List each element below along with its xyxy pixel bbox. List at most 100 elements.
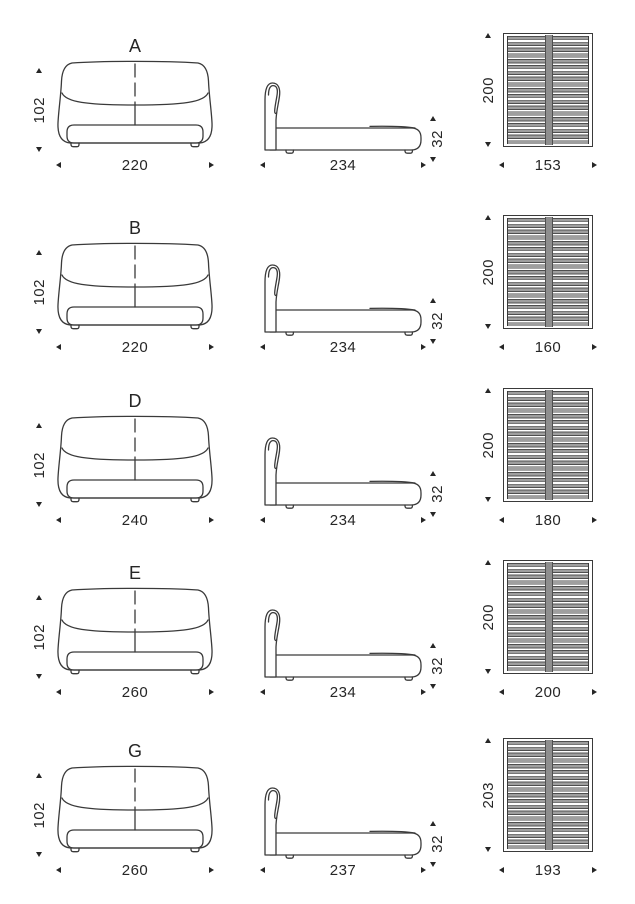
top-length-dimension: 200 xyxy=(479,33,497,147)
side-right-foot xyxy=(404,149,414,154)
bed-side-view-drawing xyxy=(264,609,422,681)
arrow-left-icon xyxy=(260,867,265,873)
side-depth-value: 234 xyxy=(329,338,357,356)
side-height-value: 32 xyxy=(428,312,446,330)
arrow-right-icon xyxy=(592,344,597,350)
top-width-dimension: 180 xyxy=(499,511,597,529)
side-headboard-seam xyxy=(267,84,279,115)
top-width-value: 160 xyxy=(534,338,562,356)
arrow-left-icon xyxy=(499,689,504,695)
top-width-value: 180 xyxy=(534,511,562,529)
side-right-foot xyxy=(404,331,414,336)
side-height-dimension: 32 xyxy=(424,298,446,344)
center-rail xyxy=(545,390,553,500)
side-left-foot xyxy=(285,854,295,859)
front-height-dimension: 102 xyxy=(30,68,48,152)
arrow-down-icon xyxy=(430,684,436,689)
front-width-value: 260 xyxy=(121,861,149,879)
side-headboard-seam xyxy=(267,611,279,642)
front-left-foot xyxy=(70,497,80,503)
slatted-base-top-view-drawing xyxy=(503,738,593,852)
side-depth-value: 234 xyxy=(329,683,357,701)
bed-base-panel xyxy=(66,651,204,671)
bed-front-view-drawing xyxy=(57,242,213,330)
side-headboard-seam xyxy=(267,789,279,820)
center-rail xyxy=(545,740,553,850)
front-right-foot xyxy=(190,142,200,148)
top-length-value: 200 xyxy=(479,76,497,104)
arrow-down-icon xyxy=(430,862,436,867)
arrow-up-icon xyxy=(430,821,436,826)
side-depth-value: 234 xyxy=(329,156,357,174)
size-variant-row: G 102 260 xyxy=(0,713,635,893)
variant-label: B xyxy=(128,218,141,238)
front-width-value: 240 xyxy=(121,511,149,529)
top-width-dimension: 193 xyxy=(499,861,597,879)
arrow-right-icon xyxy=(209,867,214,873)
arrow-left-icon xyxy=(260,689,265,695)
top-length-dimension: 203 xyxy=(479,738,497,852)
side-headboard-seam xyxy=(267,439,279,470)
arrow-down-icon xyxy=(36,147,42,152)
side-depth-dimension: 234 xyxy=(260,156,426,174)
arrow-left-icon xyxy=(260,344,265,350)
arrow-up-icon xyxy=(36,595,42,600)
front-height-value: 102 xyxy=(30,801,48,829)
arrow-up-icon xyxy=(485,388,491,393)
arrow-right-icon xyxy=(592,162,597,168)
arrow-left-icon xyxy=(56,689,61,695)
arrow-left-icon xyxy=(56,344,61,350)
arrow-right-icon xyxy=(209,162,214,168)
side-depth-value: 237 xyxy=(329,861,357,879)
side-height-dimension: 32 xyxy=(424,821,446,867)
arrow-up-icon xyxy=(485,560,491,565)
side-height-value: 32 xyxy=(428,657,446,675)
slatted-base-top-view-drawing xyxy=(503,560,593,674)
arrow-right-icon xyxy=(209,689,214,695)
side-base-panel xyxy=(269,127,422,151)
arrow-right-icon xyxy=(209,517,214,523)
arrow-down-icon xyxy=(485,669,491,674)
bed-side-view-drawing xyxy=(264,787,422,859)
side-left-foot xyxy=(285,504,295,509)
arrow-up-icon xyxy=(430,471,436,476)
front-height-value: 102 xyxy=(30,623,48,651)
front-height-value: 102 xyxy=(30,278,48,306)
arrow-left-icon xyxy=(56,867,61,873)
arrow-down-icon xyxy=(430,512,436,517)
top-width-dimension: 200 xyxy=(499,683,597,701)
side-base-seam-line xyxy=(369,480,416,484)
side-height-dimension: 32 xyxy=(424,116,446,162)
side-base-seam-line xyxy=(369,307,416,311)
arrow-down-icon xyxy=(485,847,491,852)
arrow-up-icon xyxy=(430,298,436,303)
bed-front-view-drawing xyxy=(57,415,213,503)
arrow-up-icon xyxy=(36,68,42,73)
front-width-dimension: 240 xyxy=(56,511,214,529)
arrow-down-icon xyxy=(36,852,42,857)
side-height-dimension: 32 xyxy=(424,643,446,689)
arrow-right-icon xyxy=(592,867,597,873)
front-height-dimension: 102 xyxy=(30,423,48,507)
arrow-down-icon xyxy=(36,674,42,679)
front-height-value: 102 xyxy=(30,96,48,124)
arrow-up-icon xyxy=(36,423,42,428)
top-length-value: 200 xyxy=(479,431,497,459)
arrow-up-icon xyxy=(36,773,42,778)
arrow-left-icon xyxy=(499,162,504,168)
arrow-down-icon xyxy=(430,339,436,344)
arrow-up-icon xyxy=(485,738,491,743)
side-right-foot xyxy=(404,854,414,859)
top-length-dimension: 200 xyxy=(479,388,497,502)
front-left-foot xyxy=(70,324,80,330)
bed-front-view-drawing xyxy=(57,60,213,148)
front-width-dimension: 260 xyxy=(56,683,214,701)
side-base-panel xyxy=(269,482,422,506)
arrow-left-icon xyxy=(56,517,61,523)
arrow-down-icon xyxy=(430,157,436,162)
size-variant-row: A 102 220 xyxy=(0,8,635,188)
arrow-left-icon xyxy=(499,867,504,873)
bed-base-panel xyxy=(66,306,204,326)
front-height-value: 102 xyxy=(30,451,48,479)
side-base-seam-line xyxy=(369,830,416,834)
